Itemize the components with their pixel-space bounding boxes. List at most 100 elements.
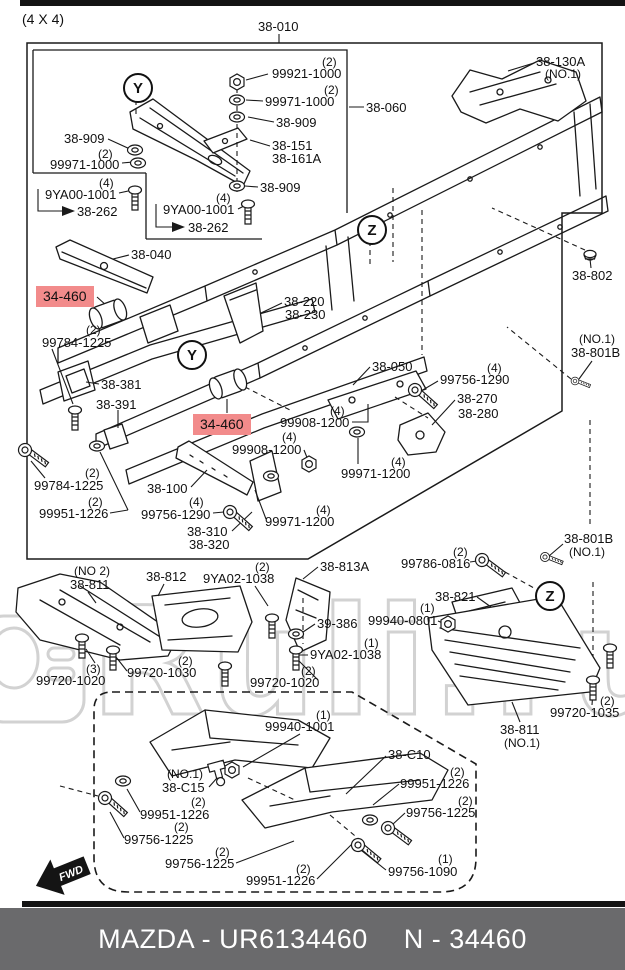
leader-lines bbox=[30, 34, 594, 880]
part-label: 99951-1226 bbox=[140, 807, 210, 822]
part-label: 38-909 bbox=[260, 180, 301, 195]
part-label: 99951-1226 bbox=[400, 776, 470, 791]
part-label: 99940-1001 bbox=[265, 719, 335, 734]
footer-part-number: N - 34460 bbox=[403, 923, 527, 954]
part-label: (2) bbox=[600, 694, 615, 708]
part-label: 99908-1200 bbox=[280, 415, 350, 430]
part-label: 38-280 bbox=[458, 406, 499, 421]
part-label: 38-801B bbox=[564, 531, 614, 546]
part-label: 99951-1226 bbox=[246, 873, 316, 888]
part-label: 99786-0816 bbox=[401, 556, 471, 571]
part-label: 99784-1225 bbox=[34, 478, 104, 493]
part-label: 38-262 bbox=[188, 220, 229, 235]
part-label: 38-270 bbox=[457, 391, 498, 406]
detail-inset-box bbox=[93, 691, 477, 893]
part-label: (2) bbox=[88, 495, 103, 509]
part-label: (NO 2) bbox=[74, 564, 110, 578]
part-label: 38-801B bbox=[571, 345, 621, 360]
part-label: 38-010 bbox=[258, 19, 299, 34]
part-label: 38-811 bbox=[70, 577, 110, 592]
fwd-arrow: FWD bbox=[35, 856, 91, 895]
part-label: 9YA00-1001 bbox=[45, 187, 117, 202]
part-label: 38-C15 bbox=[162, 780, 205, 795]
part-label: (NO.1) bbox=[504, 736, 540, 750]
part-label: 99756-1225 bbox=[165, 856, 235, 871]
part-label: 99756-1290 bbox=[141, 507, 211, 522]
part-label: (4) bbox=[189, 495, 204, 509]
part-label: 38-802 bbox=[572, 268, 613, 283]
part-label: 38-060 bbox=[366, 100, 407, 115]
part-label: (4) bbox=[330, 404, 345, 418]
part-label: (2) bbox=[324, 83, 339, 97]
footer-divider-bar bbox=[22, 901, 625, 907]
part-label: (NO.1) bbox=[569, 545, 605, 559]
part-label: 38-151 bbox=[272, 138, 313, 153]
part-label: (4) bbox=[282, 430, 297, 444]
part-label: (4) bbox=[487, 361, 502, 375]
part-label: 38-262 bbox=[77, 204, 118, 219]
part-label: 38-812 bbox=[146, 569, 187, 584]
part-label: 38-100 bbox=[147, 481, 188, 496]
part-label: 9YA00-1001 bbox=[163, 202, 235, 217]
part-label-highlighted[interactable]: 34-460 bbox=[193, 414, 251, 435]
detail-y-box bbox=[32, 49, 348, 240]
part-label: (1) bbox=[364, 636, 379, 650]
footer-catalog-code: MAZDA - UR6134460 bbox=[98, 923, 368, 954]
part-label: (2) bbox=[86, 323, 101, 337]
part-label: (NO.1) bbox=[579, 332, 615, 346]
part-label: 99971-1200 bbox=[265, 514, 335, 529]
part-label: 38-050 bbox=[372, 359, 413, 374]
part-label: (NO.1) bbox=[545, 67, 581, 81]
part-label: 99940-0801 bbox=[368, 613, 438, 628]
part-label: 99720-1030 bbox=[127, 665, 197, 680]
part-label: (2) bbox=[255, 560, 270, 574]
part-label: 9YA02-1038 bbox=[203, 571, 275, 586]
part-label: 99971-1000 bbox=[265, 94, 335, 109]
view-marker-y: Y bbox=[123, 73, 153, 103]
chassis-frame-drawing bbox=[15, 59, 609, 829]
part-label: 99784-1225 bbox=[42, 335, 112, 350]
part-label: 38-381 bbox=[101, 377, 142, 392]
part-label: 38-909 bbox=[64, 131, 105, 146]
part-label: 99756-1290 bbox=[440, 372, 510, 387]
part-label: 99951-1226 bbox=[39, 506, 109, 521]
part-label: 38-909 bbox=[276, 115, 317, 130]
part-label: (4) bbox=[391, 455, 406, 469]
part-label: 38-821 bbox=[435, 589, 476, 604]
part-label-highlighted[interactable]: 34-460 bbox=[36, 286, 94, 307]
part-label: 99908-1200 bbox=[232, 442, 302, 457]
part-label: 38-811 bbox=[500, 722, 540, 737]
part-label: 38-C10 bbox=[388, 747, 431, 762]
view-marker-y: Y bbox=[177, 340, 207, 370]
part-label: (4) bbox=[99, 176, 114, 190]
part-label: 9YA02-1038 bbox=[310, 647, 382, 662]
part-label: 99756-1090 bbox=[388, 864, 458, 879]
view-marker-z: Z bbox=[357, 215, 387, 245]
part-label: 38-320 bbox=[189, 537, 230, 552]
part-label: 38-220 bbox=[284, 294, 325, 309]
part-label: 99756-1225 bbox=[406, 805, 476, 820]
part-label: 38-230 bbox=[285, 307, 326, 322]
part-label: (2) bbox=[450, 765, 465, 779]
part-label: 99720-1020 bbox=[36, 673, 106, 688]
part-label: 38-391 bbox=[96, 397, 137, 412]
part-label: (2) bbox=[458, 794, 473, 808]
part-label: (1) bbox=[420, 601, 435, 615]
part-label: (2) bbox=[215, 845, 230, 859]
drive-type-tag: (4 X 4) bbox=[22, 11, 65, 27]
part-label: (4) bbox=[316, 503, 331, 517]
part-label: 99756-1225 bbox=[124, 832, 194, 847]
part-label: (2) bbox=[85, 466, 100, 480]
part-label: (2) bbox=[98, 147, 113, 161]
part-label: 38-130A bbox=[536, 54, 586, 69]
part-label: (2) bbox=[191, 795, 206, 809]
part-label: 99720-1035 bbox=[550, 705, 620, 720]
part-label: (4) bbox=[216, 191, 231, 205]
part-label: 99971-1200 bbox=[341, 466, 411, 481]
footer-bar: MAZDA - UR6134460 N - 34460 bbox=[0, 908, 625, 970]
part-label: (2) bbox=[301, 664, 316, 678]
part-label: (2) bbox=[174, 820, 189, 834]
part-label: (3) bbox=[86, 662, 101, 676]
part-label: 39-386 bbox=[317, 616, 358, 631]
